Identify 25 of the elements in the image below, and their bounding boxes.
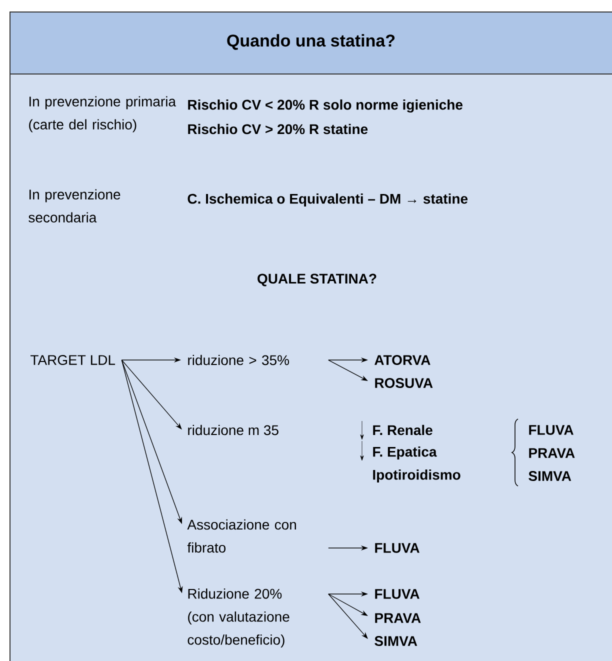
condition-text: F. Renale	[373, 424, 432, 436]
row-heading: In prevenzione primaria (carte del rischio)	[29, 96, 176, 132]
criterion-text: C. Ischemica o Equivalenti – DM → statine	[188, 193, 468, 207]
criterion-text: Rischio CV < 20% R solo norme igieniche	[188, 99, 462, 113]
row-heading: In prevenzione secondaria	[28, 189, 120, 222]
node-text: TARGET LDL	[30, 355, 116, 365]
node-text: Associazione con fibrato	[187, 519, 296, 553]
arrow	[328, 594, 368, 639]
condition-text: F. Epatica	[373, 446, 437, 460]
statin-name: SIMVA	[374, 636, 418, 646]
statin-name: FLUVA	[375, 543, 420, 553]
node-text: riduzione m 35	[188, 424, 278, 436]
node-text: riduzione > 35%	[188, 354, 290, 366]
statin-name: ROSUVA	[375, 378, 433, 388]
condition-text: Ipotiroidismo	[373, 469, 460, 483]
node-text: Riduzione 20% (con valutazione costo/beneficio)	[188, 588, 290, 648]
criterion-text: Rischio CV > 20% R statine	[188, 124, 368, 134]
statin-name: ATORVA	[374, 355, 430, 365]
statin-name: FLUVA	[375, 589, 420, 599]
statin-name: SIMVA	[528, 471, 572, 481]
header-band: Quando una statina?	[10, 12, 612, 74]
statin-name: PRAVA	[529, 448, 575, 458]
statin-name: PRAVA	[375, 613, 421, 623]
statin-name: FLUVA	[529, 425, 574, 435]
section-heading: QUALE STATINA?	[258, 274, 376, 286]
